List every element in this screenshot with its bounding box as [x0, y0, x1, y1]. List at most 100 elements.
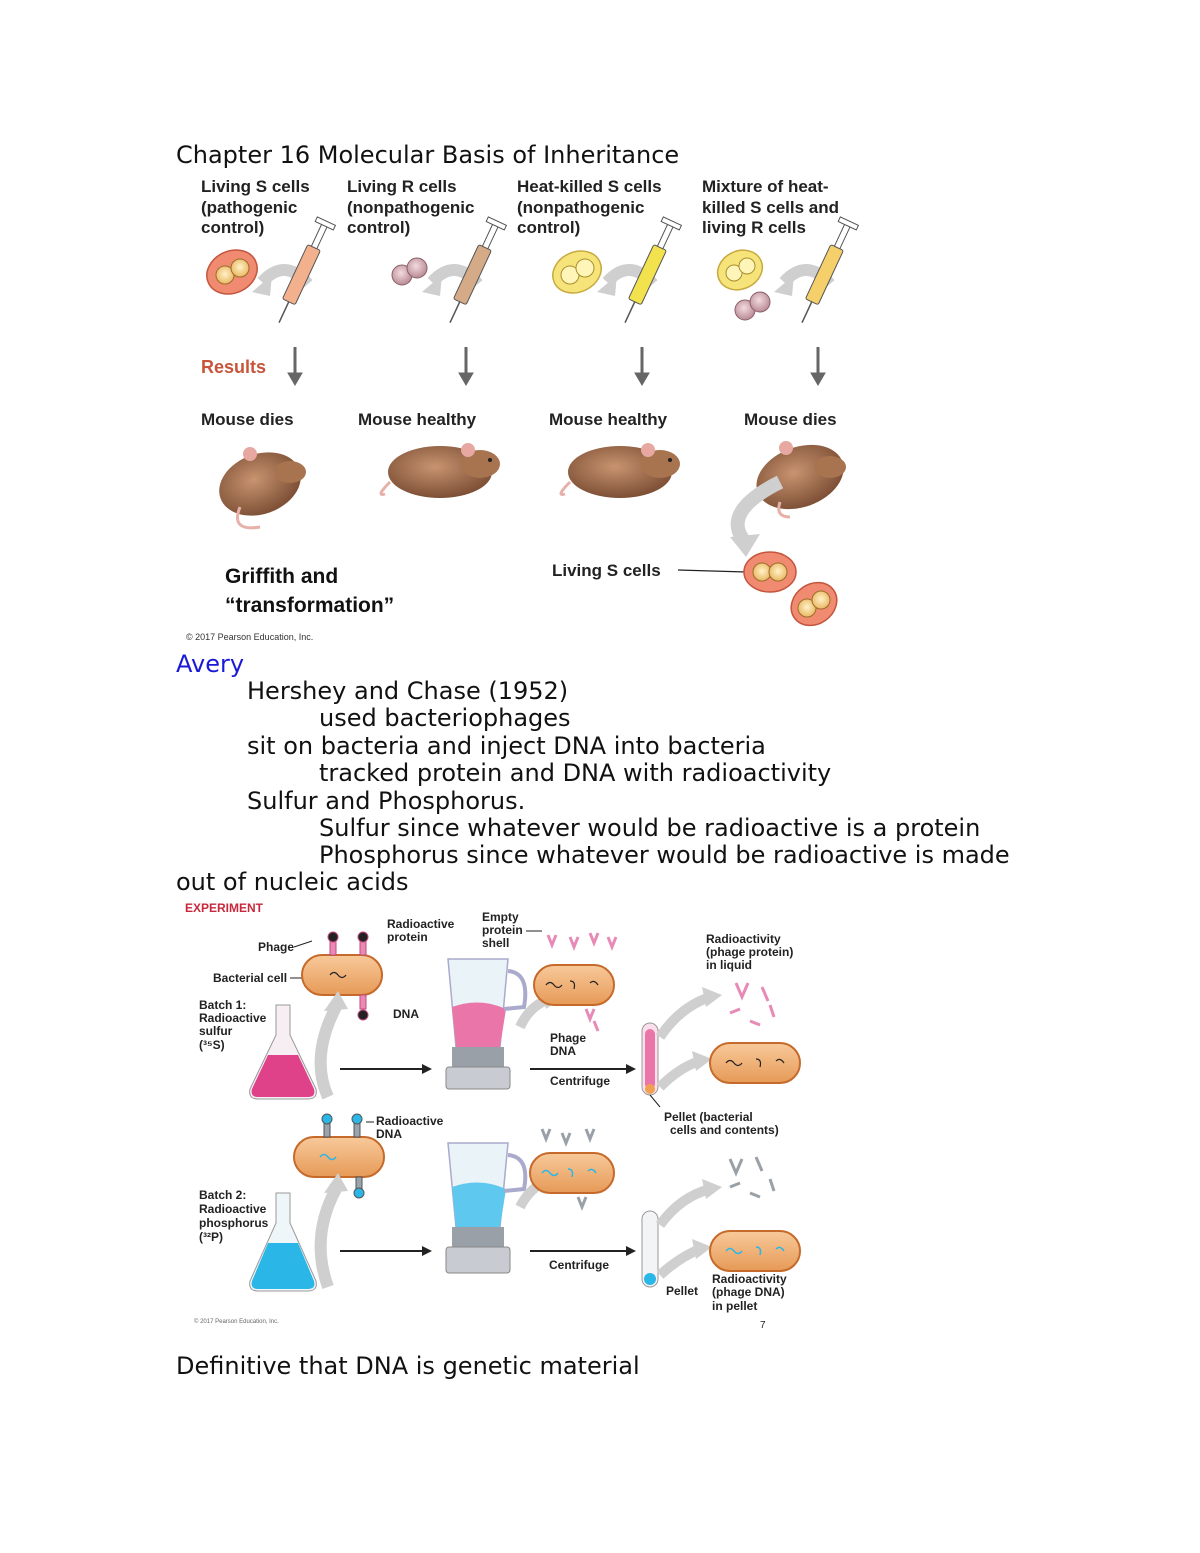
pink-flask [249, 1004, 317, 1100]
pink-tube [641, 1022, 659, 1096]
note-line-1: Hershey and Chase (1952) [247, 677, 569, 705]
conclusion-text: Definitive that DNA is genetic material [176, 1352, 640, 1380]
result-4: Mouse dies [744, 410, 837, 429]
experiment-label: EXPERIMENT [185, 901, 264, 915]
centrifuge-label-1: Centrifuge [550, 1074, 610, 1088]
radioactive-protein-line2: protein [387, 930, 428, 944]
s-cell-capsule [206, 249, 258, 295]
hershey-chase-figure: EXPERIMENT Phage Bacterial cell Radioact… [185, 901, 801, 1331]
batch1-line4: (³⁵S) [199, 1038, 225, 1052]
batch2-bacterium [293, 1136, 385, 1178]
bacterial-cell-label: Bacterial cell [213, 971, 287, 985]
empty-shell-line3: shell [482, 936, 509, 950]
syringe-4 [801, 216, 860, 324]
note-line-2: used bacteriophages [319, 704, 571, 732]
col3-title-line3: control) [517, 218, 580, 237]
col4-title-line3: living R cells [702, 218, 806, 237]
radioactivity-liquid-line2: (phage protein) [706, 945, 793, 959]
radioactivity-pellet-line2: (phage DNA) [712, 1285, 785, 1299]
gray-phages-liquid [728, 1156, 776, 1199]
curved-arrow-pellet-1 [656, 1056, 702, 1091]
syringe-1 [278, 216, 337, 324]
note-line-4: tracked protein and DNA with radioactivi… [319, 759, 832, 787]
result-1: Mouse dies [201, 410, 294, 429]
empty-shell-line2: protein [482, 923, 523, 937]
gray-shells-top [540, 1128, 596, 1148]
note-line-6: Sulfur since whatever would be radioacti… [319, 814, 981, 842]
radioactivity-pellet-line3: in pellet [712, 1299, 757, 1313]
centrifuge-label-2: Centrifuge [549, 1258, 609, 1272]
empty-shell-line1: Empty [482, 910, 519, 924]
blue-phages-batch2 [321, 1113, 365, 1199]
heat-killed-s-cells [552, 250, 602, 294]
note-line-7: Phosphorus since whatever would be radio… [319, 841, 1010, 869]
pink-phages-batch1 [327, 931, 369, 1021]
pellet-bacterial-line1: Pellet (bacterial [664, 1110, 753, 1124]
r-cells [391, 257, 428, 286]
mixture-cells [716, 249, 771, 321]
col1-title-line1: Living S cells [201, 177, 310, 196]
col4-title-line1: Mixture of heat- [702, 177, 829, 196]
page-number: 7 [760, 1320, 766, 1331]
pellet-bacterial-line2: cells and contents) [670, 1123, 779, 1137]
curved-arrow-up-batch1 [314, 1004, 342, 1100]
note-line-8: out of nucleic acids [176, 868, 409, 896]
radioactive-dna-line2: DNA [376, 1127, 402, 1141]
radioactive-dna-line1: Radioactive [376, 1114, 444, 1128]
result-3: Mouse healthy [549, 410, 668, 429]
radioactivity-liquid-line1: Radioactivity [706, 932, 781, 946]
radioactive-protein-line1: Radioactive [387, 917, 455, 931]
batch2-infected-bacterium [529, 1152, 615, 1194]
griffith-caption-line2: “transformation” [225, 594, 394, 617]
batch2-line1: Batch 2: [199, 1188, 246, 1202]
healthy-mouse-3 [559, 443, 680, 498]
living-s-cells [743, 551, 838, 627]
col3-title-line2: (nonpathogenic [517, 198, 644, 217]
blue-blender [445, 1142, 528, 1274]
col4-title-line2: killed S cells and [702, 198, 839, 217]
batch1-line2: Radioactive [199, 1011, 267, 1025]
syringe-3 [624, 216, 683, 324]
radioactivity-liquid-line3: in liquid [706, 958, 752, 972]
batch1-bacterium [301, 954, 383, 996]
pink-blender [445, 958, 528, 1090]
healthy-mouse-2 [379, 443, 500, 498]
avery-label: Avery [176, 650, 245, 678]
curved-arrow-pellet-2 [656, 1244, 702, 1279]
batch2-line2: Radioactive [199, 1202, 267, 1216]
curved-arrow-living-s [730, 475, 784, 547]
col1-title-line2: (pathogenic [201, 198, 297, 217]
hershey-copyright: © 2017 Pearson Education, Inc. [194, 1318, 279, 1325]
batch1-infected-bacterium [533, 964, 615, 1006]
pink-shells-bottom [584, 1008, 600, 1032]
result-2: Mouse healthy [358, 410, 477, 429]
blue-tube [641, 1210, 659, 1288]
batch2-pellet-bacterium [709, 1230, 801, 1272]
note-line-3: sit on bacteria and inject DNA into bact… [247, 732, 766, 760]
pellet-label: Pellet [666, 1284, 698, 1298]
down-arrows [287, 347, 826, 386]
batch1-line1: Batch 1: [199, 998, 246, 1012]
griffith-figure: Living S cells (pathogenic control) Livi… [186, 177, 860, 642]
col1-title-line3: control) [201, 218, 264, 237]
curved-arrow-up-batch2 [314, 1186, 342, 1290]
living-s-label: Living S cells [552, 561, 661, 580]
curved-arrow-liquid-2 [655, 1184, 712, 1228]
batch2-line3: phosphorus [199, 1216, 269, 1230]
batch1-line3: sulfur [199, 1024, 233, 1038]
griffith-caption-line1: Griffith and [225, 565, 338, 588]
note-line-5: Sulfur and Phosphorus. [247, 787, 526, 815]
batch1-pellet-bacterium [709, 1042, 801, 1084]
syringe-2 [449, 216, 508, 324]
dead-mouse-4 [756, 441, 846, 519]
phage-dna-line2: DNA [550, 1044, 576, 1058]
living-s-pointer [677, 569, 747, 573]
col2-title-line3: control) [347, 218, 410, 237]
dead-mouse-1 [219, 447, 306, 530]
pink-shells-top [546, 932, 618, 952]
results-label: Results [201, 357, 266, 377]
col2-title-line1: Living R cells [347, 177, 457, 196]
phage-label: Phage [258, 940, 294, 954]
col2-title-line2: (nonpathogenic [347, 198, 474, 217]
phage-dna-line1: Phage [550, 1031, 586, 1045]
